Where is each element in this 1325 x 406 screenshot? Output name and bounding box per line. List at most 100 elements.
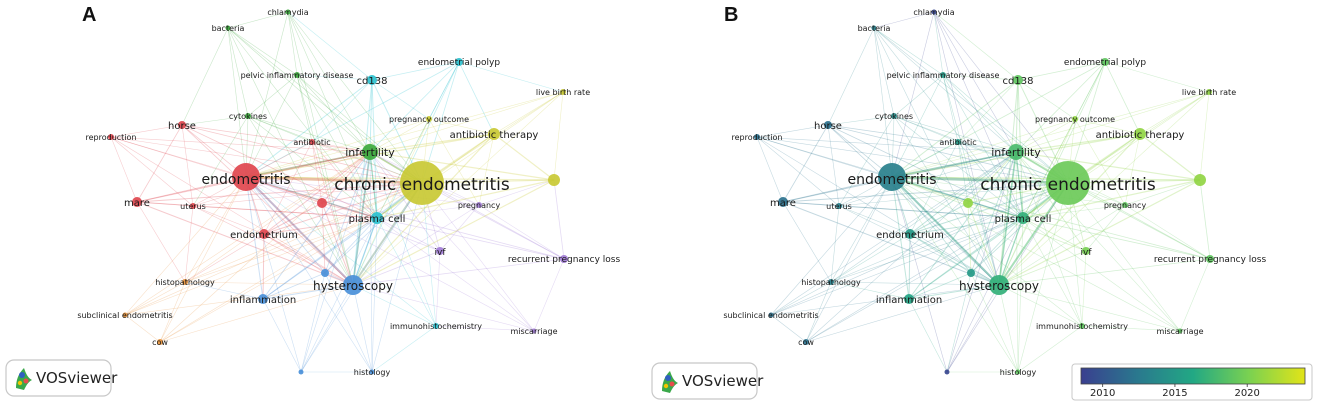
node-horse[interactable] xyxy=(824,121,832,129)
node-mare[interactable] xyxy=(778,197,788,207)
node-reproduction[interactable] xyxy=(108,134,114,140)
node-plasma-cell[interactable] xyxy=(371,212,383,224)
node-plasma-cell[interactable] xyxy=(1017,212,1029,224)
network-edge xyxy=(321,202,326,274)
node-chronic-endometritis[interactable] xyxy=(1046,161,1090,205)
node-live-birth-rate[interactable] xyxy=(560,89,566,95)
node-live-birth-rate[interactable] xyxy=(1206,89,1212,95)
network-edge xyxy=(369,151,441,252)
node-endometrium[interactable] xyxy=(259,229,269,239)
node-histology[interactable] xyxy=(369,369,375,375)
node-histopathology[interactable] xyxy=(182,279,188,285)
node-antibiotic[interactable] xyxy=(309,139,315,145)
network-edge xyxy=(1081,250,1087,327)
node-subclinical-endometritis[interactable] xyxy=(768,312,774,318)
vosviewer-logo-icon xyxy=(662,371,678,393)
node-hysteroscopy[interactable] xyxy=(989,275,1009,295)
network-edge xyxy=(110,136,354,286)
node-pregnancy[interactable] xyxy=(476,202,482,208)
node-hysteroscopy[interactable] xyxy=(343,275,363,295)
network-edge xyxy=(998,217,1024,286)
node-endometritis[interactable] xyxy=(232,163,260,191)
node-endometrial-polyp[interactable] xyxy=(1101,58,1109,66)
node-ivf[interactable] xyxy=(1082,247,1090,255)
node-recurrent-pregnancy-loss[interactable] xyxy=(560,255,568,263)
node-label-chlamydia: chlamydia xyxy=(267,8,308,17)
network-edge xyxy=(300,151,371,373)
node-ivf[interactable] xyxy=(436,247,444,255)
network-edge xyxy=(893,74,944,117)
node-reproduction[interactable] xyxy=(754,134,760,140)
node-horse[interactable] xyxy=(178,121,186,129)
node-subclinical-endometritis[interactable] xyxy=(122,312,128,318)
node-extra1[interactable] xyxy=(963,198,973,208)
node-cow[interactable] xyxy=(157,339,163,345)
node-label-miscarriage: miscarriage xyxy=(1156,327,1203,336)
node-inflammation[interactable] xyxy=(904,294,914,304)
network-edge xyxy=(909,182,1069,235)
node-bacteria[interactable] xyxy=(871,25,877,31)
node-extra3[interactable] xyxy=(298,369,304,375)
node-cytokines[interactable] xyxy=(245,113,251,119)
network-edge xyxy=(192,205,378,219)
network-edge xyxy=(296,74,371,153)
node-miscarriage[interactable] xyxy=(1177,328,1183,334)
node-immunohistochemistry[interactable] xyxy=(433,323,439,329)
node-extra0[interactable] xyxy=(548,174,560,186)
node-label-pregnancy: pregnancy xyxy=(458,201,501,210)
node-uterus[interactable] xyxy=(190,203,196,209)
node-infertility[interactable] xyxy=(1008,144,1024,160)
node-endometrium[interactable] xyxy=(905,229,915,239)
node-histology[interactable] xyxy=(1015,369,1021,375)
node-label-pregnancy: pregnancy xyxy=(1104,201,1147,210)
node-endometritis[interactable] xyxy=(878,163,906,191)
node-histopathology[interactable] xyxy=(828,279,834,285)
node-label-bacteria: bacteria xyxy=(212,24,245,33)
node-antibiotic-therapy[interactable] xyxy=(1134,128,1146,140)
node-cow[interactable] xyxy=(803,339,809,345)
node-extra2[interactable] xyxy=(967,269,975,277)
node-cd138[interactable] xyxy=(367,75,377,85)
network-edge xyxy=(782,201,832,283)
node-label-immunohistochemistry: immunohistochemistry xyxy=(390,322,482,331)
node-pelvic-inflammatory-disease[interactable] xyxy=(294,72,300,78)
node-cytokines[interactable] xyxy=(891,113,897,119)
node-endometrial-polyp[interactable] xyxy=(455,58,463,66)
network-edge xyxy=(933,11,1024,219)
network-edge xyxy=(287,11,378,219)
node-chlamydia[interactable] xyxy=(931,9,937,15)
node-antibiotic[interactable] xyxy=(955,139,961,145)
node-pregnancy[interactable] xyxy=(1122,202,1128,208)
node-antibiotic-therapy[interactable] xyxy=(488,128,500,140)
node-pelvic-inflammatory-disease[interactable] xyxy=(940,72,946,78)
network-edge xyxy=(1015,151,1201,181)
node-inflammation[interactable] xyxy=(258,294,268,304)
node-uterus[interactable] xyxy=(836,203,842,209)
node-extra0[interactable] xyxy=(1194,174,1206,186)
node-recurrent-pregnancy-loss[interactable] xyxy=(1206,255,1214,263)
node-immunohistochemistry[interactable] xyxy=(1079,323,1085,329)
network-edge xyxy=(245,176,378,219)
node-extra1[interactable] xyxy=(317,198,327,208)
network-edge xyxy=(245,175,423,185)
node-miscarriage[interactable] xyxy=(531,328,537,334)
panel-b-vosviewer-badge[interactable]: VOSviewer xyxy=(651,362,764,400)
network-edge xyxy=(369,79,373,153)
network-edge xyxy=(838,205,911,235)
node-extra3[interactable] xyxy=(944,369,950,375)
node-pregnancy-outcome[interactable] xyxy=(1072,116,1078,122)
node-mare[interactable] xyxy=(132,197,142,207)
network-edge xyxy=(421,182,535,332)
network-edge xyxy=(782,201,840,207)
node-extra2[interactable] xyxy=(321,269,329,277)
node-chlamydia[interactable] xyxy=(285,9,291,15)
panel-a-vosviewer-badge[interactable]: VOSviewer xyxy=(5,359,118,397)
node-cd138[interactable] xyxy=(1013,75,1023,85)
node-pregnancy-outcome[interactable] xyxy=(426,116,432,122)
node-infertility[interactable] xyxy=(362,144,378,160)
network-edge xyxy=(352,151,371,286)
node-chronic-endometritis[interactable] xyxy=(400,161,444,205)
panel-a-letter: A xyxy=(82,4,96,26)
node-bacteria[interactable] xyxy=(225,25,231,31)
